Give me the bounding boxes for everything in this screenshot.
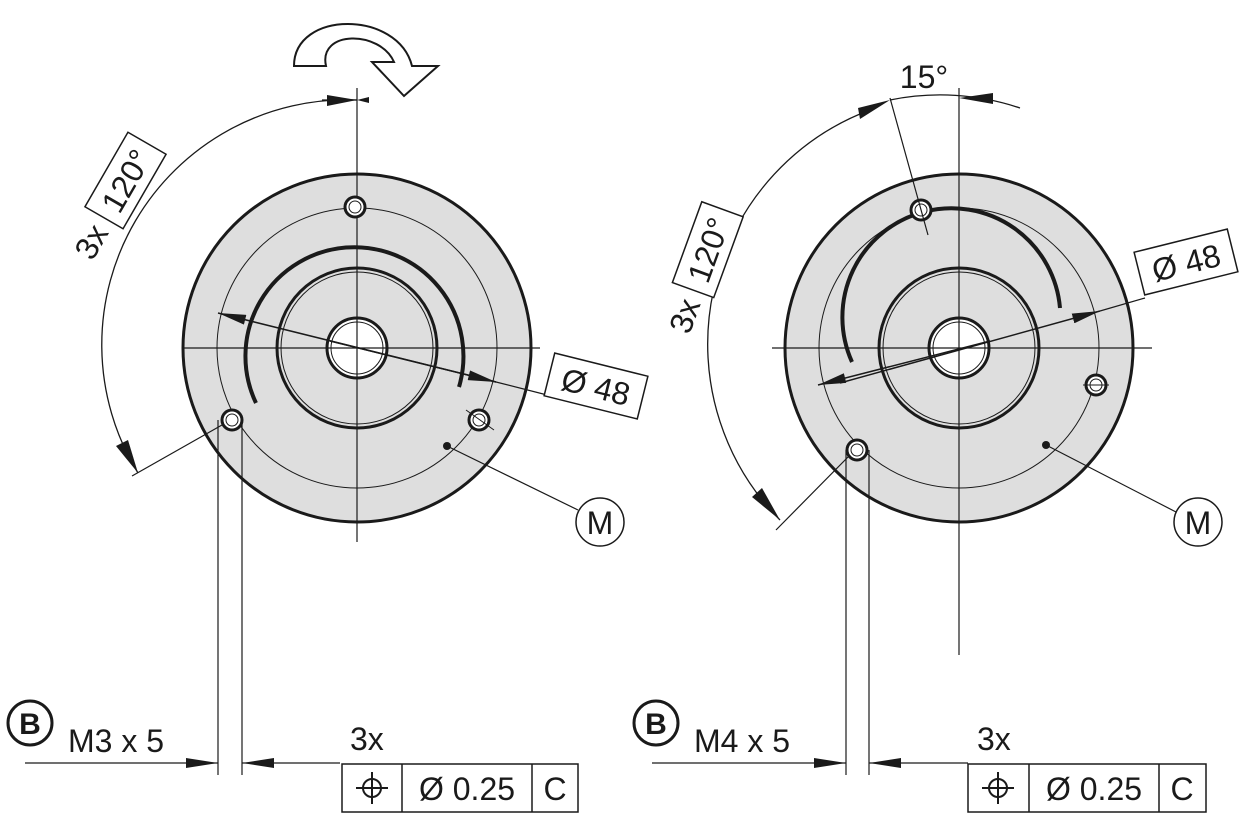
groove-ring [243,245,466,404]
right-view: Ø 48 15° 3x 120° M B M4 x 5 3x [632,59,1239,813]
thread-spec-text: M4 x 5 [694,723,790,759]
bolt-hole [845,438,869,462]
rotation-arrow-icon [292,23,441,98]
pattern-angle-label: 3x 120° [67,131,168,265]
thread-spec-text: M3 x 5 [68,723,164,759]
pcd-label-text: Ø 48 [558,361,634,413]
feature-control-frame: Ø 0.25 C [341,763,579,813]
datum-bubble [632,699,680,747]
bolt-hole [465,408,495,432]
marker-text: M [587,505,614,541]
bolt-hole [220,408,244,432]
angle-arrow-icon [858,100,890,119]
left-view: Ø 48 3x 120° M B M3 x 5 3x [6,23,649,813]
fcf-datum-text: C [1170,771,1193,807]
angle-arrow-icon [116,440,138,473]
pcd-label-text: Ø 48 [1148,237,1224,289]
datum-text: B [645,708,667,741]
pcd-label: Ø 48 [543,352,649,420]
feature-control-frame: Ø 0.25 C [967,763,1207,813]
pcd-label: Ø 48 [1133,228,1239,296]
position-icon [356,772,388,804]
bolt-hole [1083,373,1109,397]
position-icon [982,772,1014,804]
datum-bubble [6,699,54,747]
angle-arrow-icon [959,93,993,104]
pattern-count-text: 3x [67,218,115,265]
angle-arrow-icon [752,488,780,520]
pattern-angle-label: 3x 120° [662,200,745,338]
offset-angle-text: 15° [900,59,948,95]
marker-bubble [1173,497,1223,547]
datum-text: B [19,708,41,741]
fcf-count-text: 3x [977,721,1011,757]
marker-bubble [575,497,625,547]
fcf-tolerance-text: Ø 0.25 [419,771,515,807]
pattern-count-text: 3x [662,294,707,338]
bolt-hole [343,195,367,219]
fcf-datum-text: C [543,771,566,807]
marker-text: M [1185,505,1212,541]
fcf-count-text: 3x [350,721,384,757]
fcf-tolerance-text: Ø 0.25 [1046,771,1142,807]
angle-arrow-icon [327,95,357,106]
